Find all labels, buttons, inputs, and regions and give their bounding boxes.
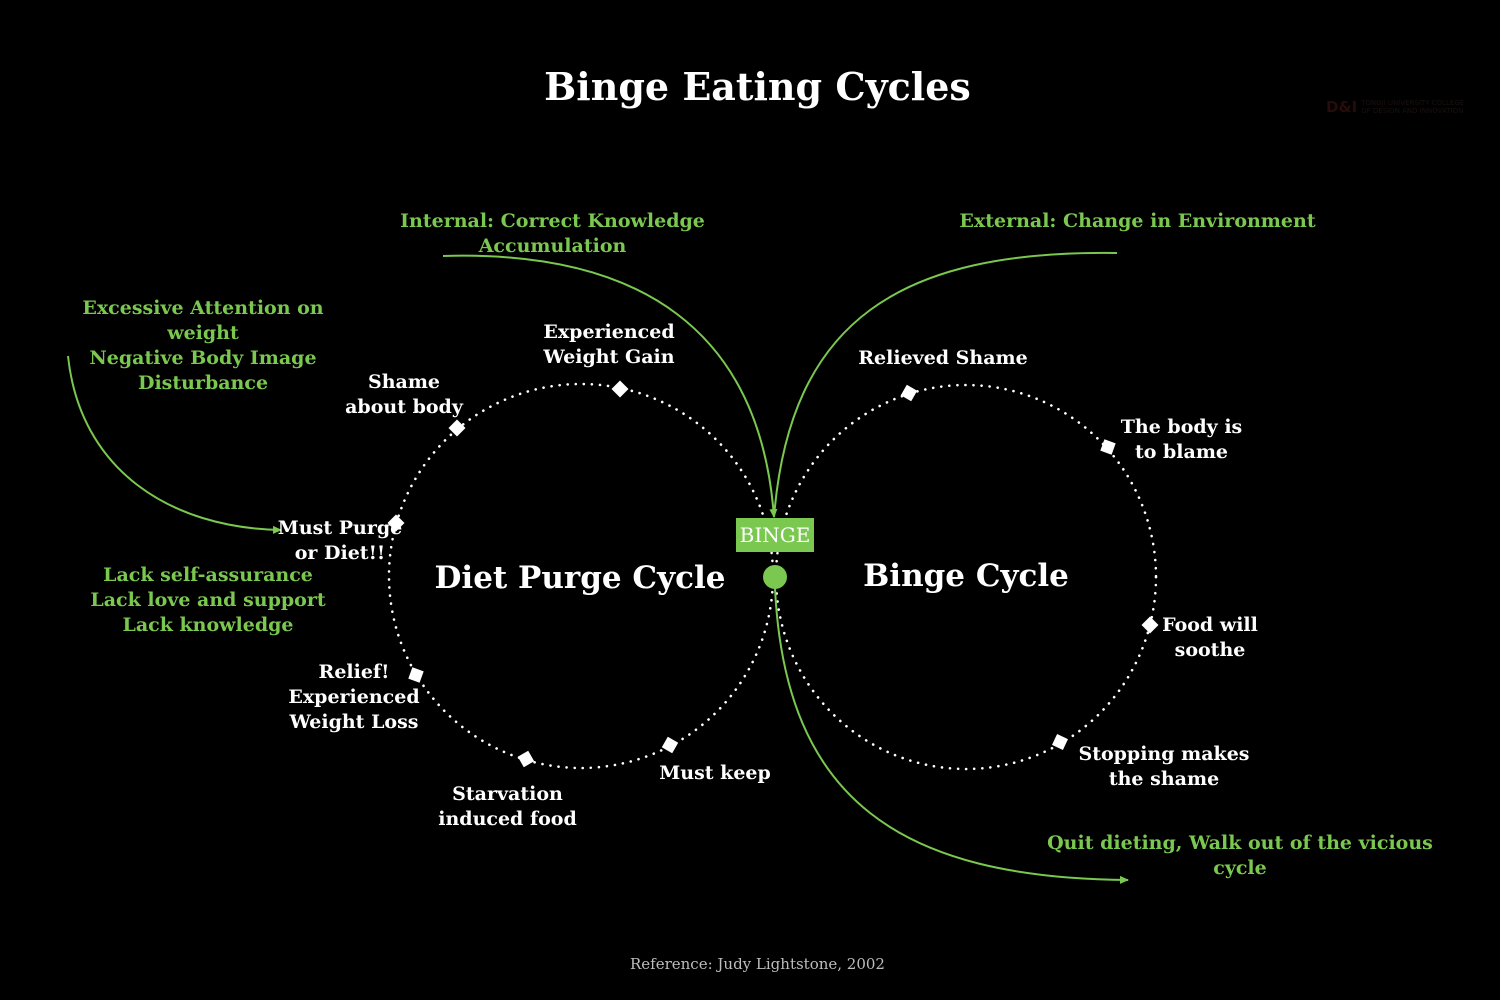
step-relieved-shame: Relieved Shame [858, 347, 1028, 369]
marker-experienced-weight-gain [611, 380, 629, 398]
diet-purge-cycle-title: Diet Purge Cycle [434, 560, 726, 596]
marker-stopping-shame [1052, 734, 1068, 750]
step-food-will-soothe: Food will soothe [1162, 614, 1258, 661]
tongji-logo: D&I TONGJI UNIVERSITY COLLEGE OF DESIGN … [1326, 98, 1473, 116]
marker-starvation [517, 750, 535, 768]
marker-relief [408, 667, 424, 683]
internal-influence-label: Internal: Correct Knowledge Accumulation [400, 210, 705, 257]
page-title: Binge Eating Cycles [544, 64, 971, 109]
internal-influence-arrow [442, 254, 778, 518]
step-must-keep: Must keep [659, 762, 771, 784]
logo-mark: D&I [1326, 98, 1358, 116]
binge-label-box: BINGE [736, 518, 814, 552]
step-stopping-makes-shame: Stopping makes the shame [1078, 743, 1250, 790]
marker-must-purge [387, 514, 405, 532]
step-shame-about-body: Shame about body [345, 371, 463, 418]
reference-citation: Reference: Judy Lightstone, 2002 [630, 955, 885, 973]
step-relief-weight-loss: Relief! Experienced Weight Loss [288, 661, 420, 733]
step-body-to-blame: The body is to blame [1120, 416, 1243, 463]
left-influence-arrow [67, 355, 282, 534]
left-top-influence-label: Excessive Attention on weight Negative B… [82, 297, 324, 394]
marker-must-keep [661, 736, 679, 754]
exit-label: Quit dieting, Walk out of the vicious cy… [1047, 832, 1433, 879]
binge-cycle-title: Binge Cycle [863, 558, 1069, 594]
marker-relieved-shame [900, 384, 918, 402]
step-starvation-induced-food: Starvation induced food [438, 783, 577, 830]
step-must-purge-or-diet: Must Purge or Diet!! [277, 517, 403, 564]
external-influence-label: External: Change in Environment [959, 210, 1316, 232]
marker-body-to-blame [1100, 439, 1116, 455]
logo-text: TONGJI UNIVERSITY COLLEGE OF DESIGN AND … [1361, 99, 1465, 115]
left-bottom-influence-label: Lack self-assurance Lack love and suppor… [90, 564, 326, 636]
exit-arrow [774, 587, 1129, 884]
external-influence-arrow [773, 251, 1118, 518]
step-experienced-weight-gain: Experienced Weight Gain [543, 321, 675, 368]
binge-center-node [763, 565, 787, 589]
